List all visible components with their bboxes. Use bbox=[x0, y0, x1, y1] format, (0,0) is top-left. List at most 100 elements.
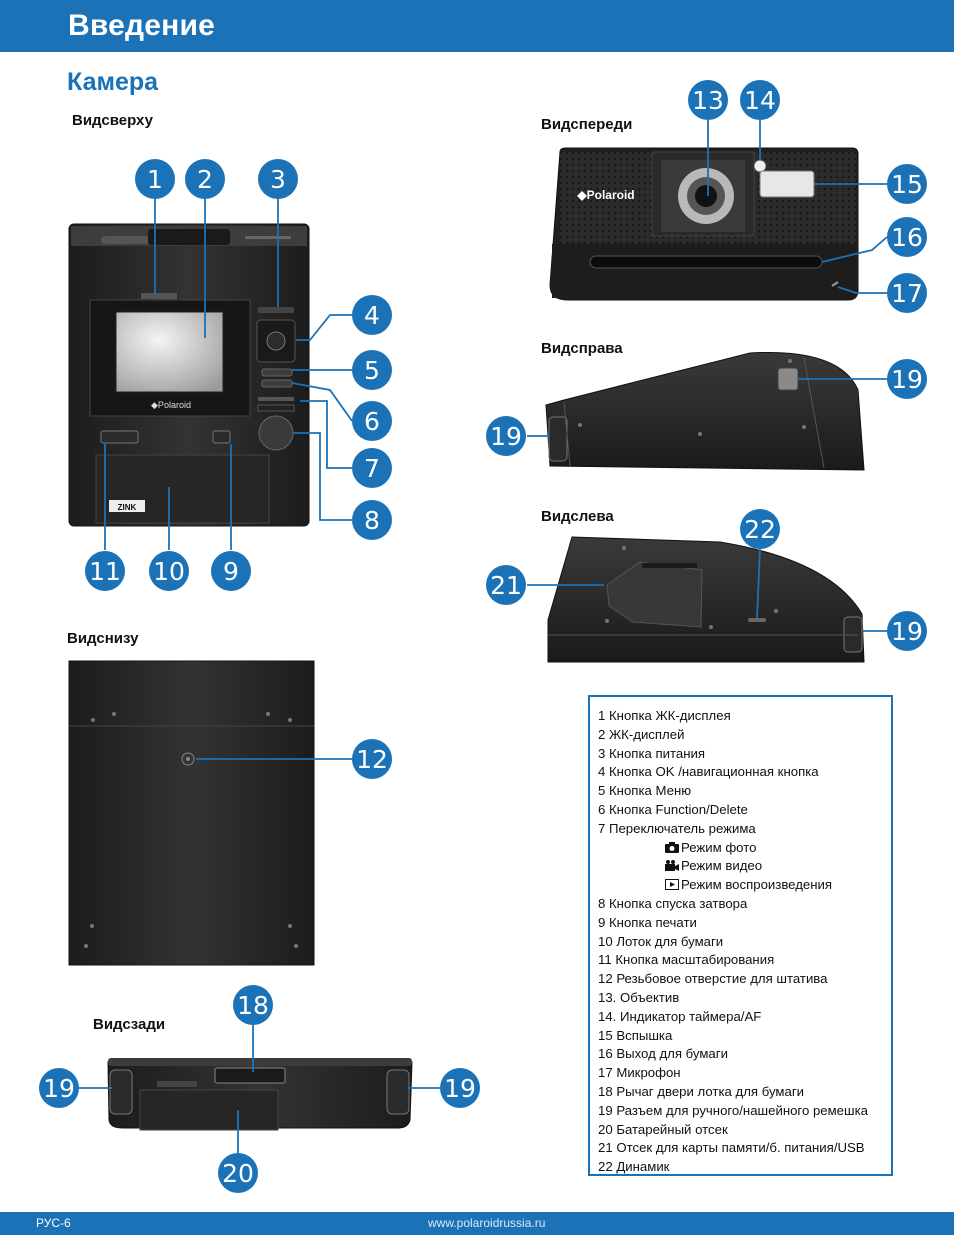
view-label-bottom: Видснизу bbox=[67, 630, 139, 647]
camera-front-view: ◆Polaroid bbox=[549, 147, 859, 301]
callout-circle bbox=[39, 1068, 79, 1108]
legend-item: 16 Выход для бумаги bbox=[598, 1046, 728, 1062]
callout-number: 16 bbox=[891, 223, 923, 252]
callout-circle bbox=[218, 1153, 258, 1193]
callout-number: 7 bbox=[364, 454, 380, 483]
legend-item: 7 Переключатель режима bbox=[598, 820, 756, 836]
callout-number: 8 bbox=[364, 506, 380, 535]
callout-number: 18 bbox=[237, 991, 269, 1020]
callout-circle bbox=[887, 273, 927, 313]
callout-circle bbox=[740, 80, 780, 120]
callout-number: 6 bbox=[364, 407, 380, 436]
callout-circle bbox=[486, 416, 526, 456]
callout-circle bbox=[740, 509, 780, 549]
callout-circle bbox=[887, 164, 927, 204]
legend-item: 11 Кнопка масштабирования bbox=[598, 952, 775, 968]
legend-item: 12 Резьбовое отверстие для штатива bbox=[598, 971, 828, 987]
camera-left-view bbox=[547, 536, 865, 663]
callout-circle bbox=[352, 500, 392, 540]
playback-icon bbox=[665, 879, 679, 891]
legend-item: 3 Кнопка питания bbox=[598, 745, 706, 761]
legend-item: 1 Кнопка ЖК-дисплея bbox=[598, 708, 731, 723]
callout-number: 1 bbox=[147, 165, 163, 194]
legend-box: 1 Кнопка ЖК-дисплея 2 ЖК-дисплей 3 Кнопк… bbox=[588, 695, 893, 1176]
legend-item: 15 Вспышка bbox=[598, 1027, 673, 1043]
legend-item: 21 Отсек для карты памяти/б. питания/USB bbox=[598, 1140, 865, 1156]
legend-item: 9 Кнопка печати bbox=[598, 914, 697, 930]
legend-item: 5 Кнопка Меню bbox=[598, 783, 692, 799]
section-title: Камера bbox=[67, 68, 159, 96]
callout-circle bbox=[149, 551, 189, 591]
callout-circle bbox=[887, 359, 927, 399]
callout-circle bbox=[85, 551, 125, 591]
front-brand-logo: ◆Polaroid bbox=[576, 188, 634, 202]
callout-number: 19 bbox=[891, 617, 923, 646]
callout-circle bbox=[233, 985, 273, 1025]
callout-circle bbox=[135, 159, 175, 199]
legend-item: 18 Рычаг двери лотка для бумаги bbox=[598, 1083, 805, 1099]
legend-item: 22 Динамик bbox=[598, 1159, 670, 1175]
view-label-front: Видспереди bbox=[541, 116, 633, 133]
callout-circle bbox=[688, 80, 728, 120]
zink-logo: ZINK bbox=[118, 503, 137, 512]
callout-number: 2 bbox=[197, 165, 213, 194]
legend-mode-video: Режим видео bbox=[598, 857, 891, 876]
page-title: Введение bbox=[68, 9, 215, 42]
legend-list: 1 Кнопка ЖК-дисплея 2 ЖК-дисплей 3 Кнопк… bbox=[590, 697, 891, 1177]
callout-number: 14 bbox=[744, 86, 776, 115]
callout-number: 19 bbox=[490, 422, 522, 451]
callout-number: 10 bbox=[153, 557, 185, 586]
camera-icon bbox=[665, 841, 679, 853]
callout-circle bbox=[887, 611, 927, 651]
callout-number: 12 bbox=[356, 745, 388, 774]
callout-number: 22 bbox=[744, 515, 776, 544]
view-label-top: Видсверху bbox=[72, 112, 153, 129]
callout-circle bbox=[352, 295, 392, 335]
view-label-left: Видслева bbox=[541, 508, 614, 525]
legend-item: 17 Микрофон bbox=[598, 1065, 681, 1081]
legend-item: 13. Объектив bbox=[598, 989, 680, 1005]
callout-number: 15 bbox=[891, 170, 923, 199]
leader-lines bbox=[79, 120, 888, 1153]
legend-item: 2 ЖК-дисплей bbox=[598, 726, 685, 742]
callout-number: 3 bbox=[270, 165, 286, 194]
camera-back-view bbox=[107, 1058, 413, 1131]
top-brand-logo: ◆Polaroid bbox=[151, 400, 191, 410]
callout-circle bbox=[352, 448, 392, 488]
callout-number: 5 bbox=[364, 356, 380, 385]
callout-number: 19 bbox=[43, 1074, 75, 1103]
camera-top-view: ◆Polaroid ZINK bbox=[68, 223, 310, 527]
lcd-button bbox=[141, 293, 177, 299]
footer-url: www.polaroidrussia.ru bbox=[428, 1216, 546, 1230]
legend-mode-label: Режим фото bbox=[681, 839, 757, 855]
page-number: РУС-6 bbox=[36, 1216, 71, 1230]
callout-number: 17 bbox=[891, 279, 923, 308]
callout-number: 19 bbox=[444, 1074, 476, 1103]
video-camera-icon bbox=[665, 860, 679, 872]
legend-item: 6 Кнопка Function/Delete bbox=[598, 801, 748, 817]
legend-item: 10 Лоток для бумаги bbox=[598, 933, 724, 949]
callout-number: 4 bbox=[364, 301, 380, 330]
legend-item: 14. Индикатор таймера/AF bbox=[598, 1008, 762, 1024]
callout-circle bbox=[258, 159, 298, 199]
callout-circle bbox=[185, 159, 225, 199]
callout-number: 21 bbox=[490, 571, 522, 600]
legend-mode-label: Режим воспроизведения bbox=[681, 877, 833, 893]
callout-number: 11 bbox=[89, 557, 121, 586]
callout-number: 9 bbox=[223, 557, 239, 586]
legend-item: 4 Кнопка OK /навигационная кнопка bbox=[598, 764, 819, 780]
callout-number: 20 bbox=[222, 1159, 254, 1188]
view-label-right: Видсправа bbox=[541, 340, 623, 357]
callout-circle bbox=[887, 217, 927, 257]
callout-circle bbox=[352, 401, 392, 441]
legend-mode-photo: Режим фото bbox=[598, 839, 891, 858]
callout-circle bbox=[352, 739, 392, 779]
page-footer: РУС-6 www.polaroidrussia.ru bbox=[0, 1212, 954, 1235]
callout-number: 13 bbox=[692, 86, 724, 115]
camera-right-view bbox=[545, 351, 865, 471]
legend-mode-playback: Режим воспроизведения bbox=[598, 876, 891, 895]
callout-circle bbox=[440, 1068, 480, 1108]
callout-circle bbox=[352, 350, 392, 390]
